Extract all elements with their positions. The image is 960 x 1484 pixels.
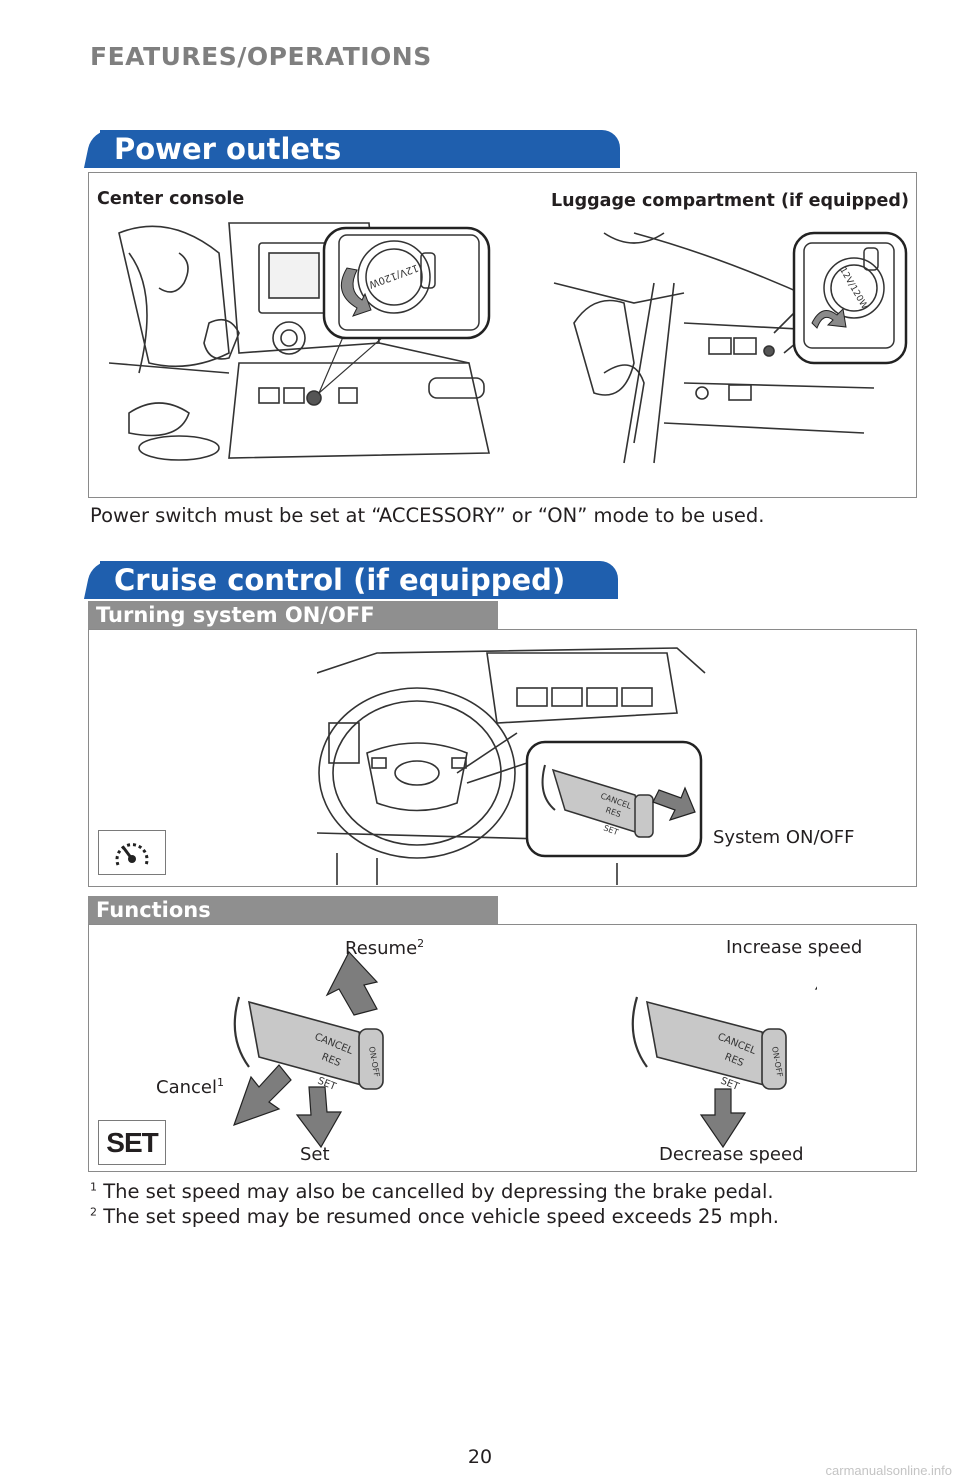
turning-system-box: CANCEL RES SET System ON/OFF [88, 629, 917, 887]
increase-arrow-main [814, 986, 817, 990]
footnote-2-mark: 2 [90, 1205, 97, 1219]
cancel-footnote-mark: 1 [216, 1076, 224, 1089]
power-outlets-title: Power outlets [114, 132, 342, 166]
luggage-compartment-label: Luggage compartment (if equipped) [551, 191, 909, 211]
center-console-illustration: 12V/120W [109, 222, 491, 461]
increase-speed-label: Increase speed [726, 937, 863, 958]
center-console-label: Center console [97, 189, 245, 209]
resume-arrow [325, 950, 379, 1016]
subheader-functions: Functions [88, 896, 498, 924]
resume-label-text: Resume [345, 938, 418, 959]
footnote-1-text: The set speed may also be cancelled by d… [97, 1180, 774, 1203]
cruise-control-title: Cruise control (if equipped) [114, 563, 566, 597]
resume-footnote-mark: 2 [417, 937, 425, 950]
cruise-lever-zoom: CANCEL RES SET [525, 740, 703, 858]
set-label: Set [300, 1144, 330, 1165]
footnote-1-mark: 1 [90, 1180, 97, 1194]
decrease-speed-label: Decrease speed [659, 1144, 804, 1165]
power-outlets-box: Center console Luggage compartment (if e… [88, 172, 917, 498]
footer-watermark[interactable]: carmanualsonline.info [825, 1463, 952, 1478]
cruise-indicator-box [98, 830, 166, 875]
page-title: FEATURES/OPERATIONS [90, 42, 432, 71]
set-arrow [295, 1086, 343, 1149]
set-indicator-box: SET [98, 1120, 166, 1165]
cancel-arrow [233, 1064, 292, 1126]
resume-label: Resume2 [345, 937, 424, 959]
footnote-2: 2 The set speed may be resumed once vehi… [90, 1205, 779, 1228]
cancel-label-text: Cancel [156, 1077, 217, 1098]
subheader-turning-system: Turning system ON/OFF [88, 601, 498, 629]
section-header-cruise-control: Cruise control (if equipped) [100, 561, 618, 599]
luggage-compartment-illustration: 12V/120W [553, 231, 908, 464]
footnote-2-text: The set speed may be resumed once vehicl… [97, 1205, 779, 1228]
page-number: 20 [467, 1446, 493, 1468]
functions-lever-right: CANCEL RES SET ON-OFF [631, 986, 817, 1149]
footnote-1: 1 The set speed may also be cancelled by… [90, 1180, 774, 1203]
steering-wheel-illustration [317, 647, 706, 885]
cruise-indicator-icon [115, 843, 149, 866]
power-outlets-note: Power switch must be set at “ACCESSORY” … [90, 504, 765, 527]
system-on-off-label: System ON/OFF [713, 827, 855, 848]
decrease-speed-arrow [699, 1088, 747, 1149]
set-indicator-text: SET [106, 1127, 158, 1158]
functions-lever-left: CANCEL RES SET ON-OFF [233, 950, 384, 1149]
section-header-power-outlets: Power outlets [100, 130, 620, 168]
functions-box: SET CANCEL RES SET ON-OFF Resume2 Cancel… [88, 924, 917, 1172]
cancel-label: Cancel1 [156, 1076, 224, 1098]
